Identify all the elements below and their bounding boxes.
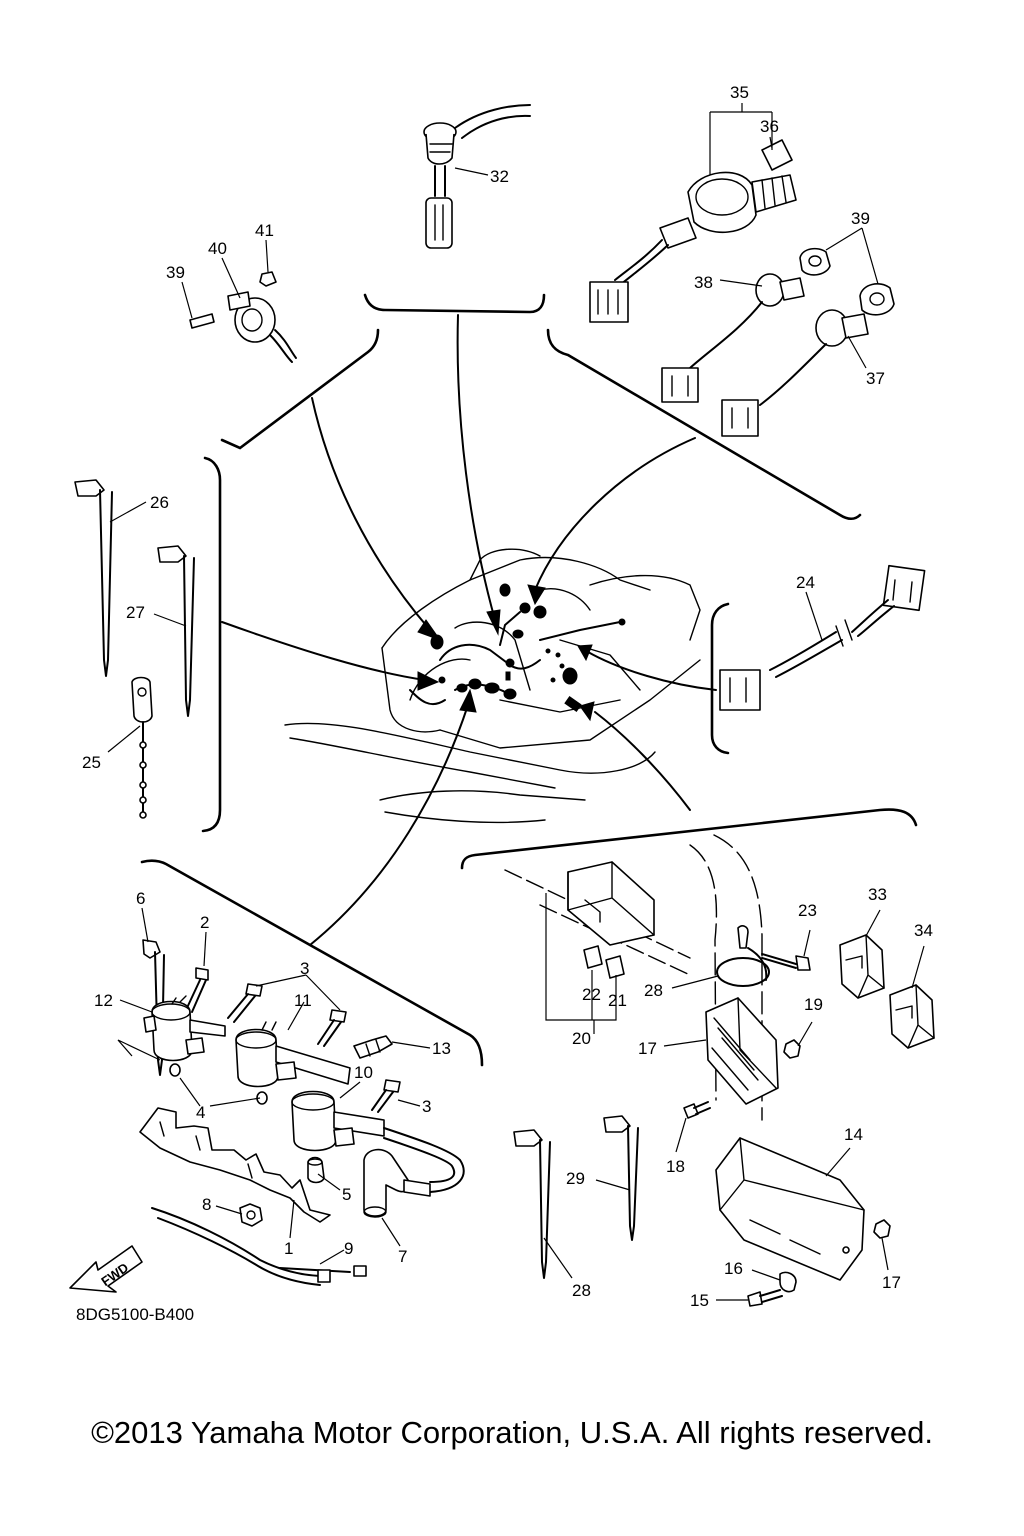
callout-18: 17 <box>638 1039 657 1058</box>
part-39-switch <box>189 271 297 363</box>
callout-2: 2 <box>200 913 209 932</box>
callout-9: 9 <box>344 1239 353 1258</box>
part-20-nut <box>783 1039 801 1059</box>
callout-24: 23 <box>798 901 817 920</box>
callout-32: 33 <box>868 885 887 904</box>
callout-10: 10 <box>354 1063 373 1082</box>
callout-40: 39 <box>166 263 185 282</box>
part-28-clamp <box>716 925 770 987</box>
callout-36: 37 <box>866 369 885 388</box>
callout-28-right: 28 <box>644 981 663 1000</box>
part-25-harness <box>719 564 926 711</box>
callout-38: 39 <box>851 209 870 228</box>
callout-3-top: 3 <box>300 959 309 978</box>
fwd-arrow: FWD <box>69 1245 143 1293</box>
callout-leaders <box>107 103 925 1301</box>
callout-22: 21 <box>608 991 627 1010</box>
callout-37: 38 <box>694 273 713 292</box>
part-13-clamp <box>353 1035 393 1059</box>
callout-27: 26 <box>150 493 169 512</box>
part-32-cover <box>839 934 885 999</box>
part-7-cap <box>363 1148 431 1218</box>
copyright-notice: ©2013 Yamaha Motor Corporation, U.S.A. A… <box>91 1415 933 1450</box>
part-24-bolt <box>761 953 811 971</box>
part-34-main-switch <box>589 139 797 323</box>
callout-29: 28 <box>572 1281 591 1300</box>
part-10-coil <box>291 1090 465 1193</box>
callout-26: 25 <box>82 753 101 772</box>
callout-33: 34 <box>914 921 933 940</box>
part-37-switch <box>661 273 805 403</box>
callout-13: 13 <box>432 1039 451 1058</box>
reference-code: 8DG5100-B400 <box>76 1305 194 1324</box>
callout-numbers: 35 36 39 38 37 32 41 40 39 26 27 25 24 6… <box>82 83 933 1310</box>
part-15-bolt <box>747 1289 783 1307</box>
part-14-cdi-unit <box>715 1137 865 1281</box>
part-3-bolts <box>227 983 401 1113</box>
callout-34: 35 <box>730 83 749 102</box>
callout-35: 36 <box>760 117 779 136</box>
part-16-grommet <box>779 1271 797 1293</box>
callout-5: 5 <box>342 1185 351 1204</box>
part-30-tie <box>603 1115 639 1241</box>
callout-6: 6 <box>136 889 145 908</box>
callout-31: 32 <box>490 167 509 186</box>
callout-19: 18 <box>666 1157 685 1176</box>
part-21-fuse-box <box>567 861 655 946</box>
callout-21: 20 <box>572 1029 591 1048</box>
part-1-bracket <box>139 1107 331 1223</box>
callout-7: 7 <box>398 1247 407 1266</box>
part-12-coil <box>143 995 226 1062</box>
part-27-tie <box>74 479 113 677</box>
callout-15: 15 <box>690 1291 709 1310</box>
part-36-switch <box>721 309 869 437</box>
part-2-bolt <box>185 967 209 1013</box>
callout-1: 1 <box>284 1239 293 1258</box>
part-31-sensor <box>423 104 531 249</box>
part-5-collar <box>307 1156 325 1184</box>
part-17-nut <box>873 1219 891 1239</box>
part-38-nuts <box>799 247 895 316</box>
snowmobile-outline <box>284 548 701 824</box>
part-9-wire <box>151 1207 367 1286</box>
callout-11: 11 <box>294 991 312 1010</box>
part-33-cover <box>889 984 935 1049</box>
part-23-22-fuses <box>583 945 625 979</box>
part-11-coil <box>235 1021 351 1088</box>
part-19-bolt <box>683 1101 711 1119</box>
callout-14: 14 <box>844 1125 863 1144</box>
part-26-clamp <box>131 676 153 819</box>
callout-25: 24 <box>796 573 815 592</box>
part-29-tie <box>513 1129 551 1279</box>
callout-41: 41 <box>255 221 274 240</box>
part-8-nut <box>239 1203 263 1227</box>
part-4-collars <box>169 1063 268 1105</box>
part-18-rectifier <box>705 997 779 1105</box>
callout-16: 16 <box>724 1259 743 1278</box>
callout-28-left: 27 <box>126 603 145 622</box>
callout-20: 19 <box>804 995 823 1014</box>
callout-4: 4 <box>196 1103 205 1122</box>
callout-23: 22 <box>582 985 601 1004</box>
part-28-tie <box>157 545 195 717</box>
callout-17: 17 <box>882 1273 901 1292</box>
section-brackets <box>140 293 918 1067</box>
callout-30: 29 <box>566 1169 585 1188</box>
callout-3-bottom: 3 <box>422 1097 431 1116</box>
leader-arrows <box>221 314 717 946</box>
callout-39: 40 <box>208 239 227 258</box>
callout-12: 12 <box>94 991 113 1010</box>
callout-8: 8 <box>202 1195 211 1214</box>
